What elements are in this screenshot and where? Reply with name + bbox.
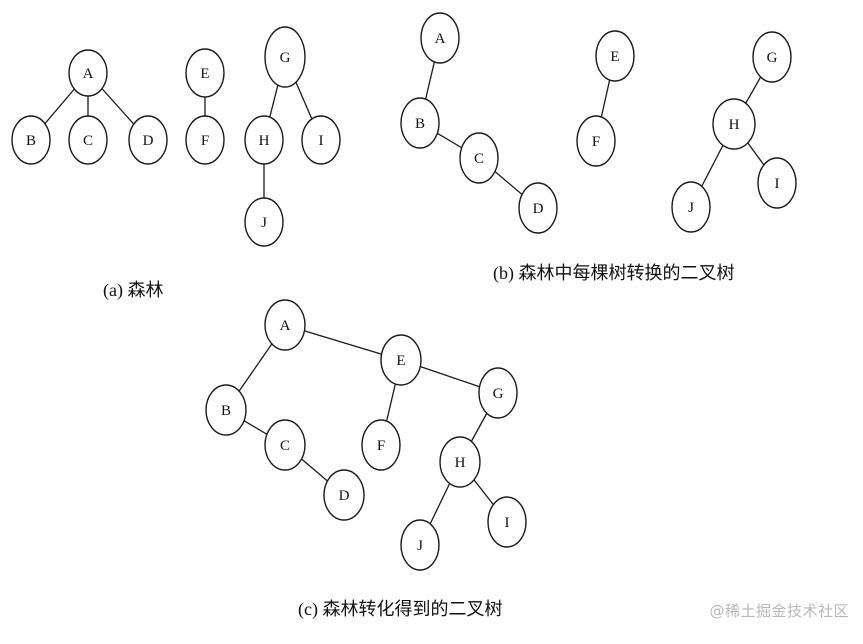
node-ellipse — [244, 115, 284, 165]
node-ellipse — [301, 115, 341, 165]
node-g: G — [752, 31, 792, 83]
node-a: A — [264, 299, 306, 351]
node-label: F — [592, 134, 600, 150]
node-ellipse — [68, 49, 108, 97]
node-ellipse — [400, 519, 440, 571]
node-h: H — [712, 98, 756, 150]
node-ellipse — [205, 384, 247, 436]
node-ellipse — [595, 30, 635, 82]
node-i: I — [757, 157, 797, 209]
node-g: G — [264, 26, 306, 88]
node-ellipse — [128, 115, 168, 165]
node-e: E — [595, 30, 635, 82]
node-label: J — [417, 538, 423, 554]
node-label: H — [259, 133, 270, 149]
node-ellipse — [752, 31, 792, 83]
node-label: C — [280, 438, 290, 454]
node-ellipse — [518, 182, 558, 234]
node-label: D — [533, 201, 544, 217]
node-label: I — [319, 133, 324, 149]
node-label: G — [767, 50, 778, 66]
node-ellipse — [487, 496, 527, 548]
node-ellipse — [380, 334, 422, 386]
node-ellipse — [68, 115, 108, 165]
node-ellipse — [400, 97, 440, 149]
node-e: E — [185, 48, 225, 98]
node-ellipse — [11, 115, 51, 165]
node-g: G — [478, 367, 518, 419]
node-ellipse — [459, 132, 499, 184]
node-label: A — [280, 318, 291, 334]
node-ellipse — [576, 115, 616, 167]
node-ellipse — [478, 367, 518, 419]
node-label: C — [474, 151, 484, 167]
caption-b: (b) 森林中每棵树转换的二叉树 — [493, 263, 735, 284]
node-ellipse — [323, 469, 365, 521]
node-e: E — [380, 334, 422, 386]
node-label: D — [143, 133, 154, 149]
node-ellipse — [439, 436, 481, 488]
node-label: F — [201, 133, 209, 149]
node-i: I — [487, 496, 527, 548]
node-label: B — [26, 133, 36, 149]
forest-to-binary-nodes: A B C D E F G H I J — [205, 299, 527, 571]
node-a: A — [68, 49, 108, 97]
node-label: B — [415, 116, 425, 132]
node-label: E — [396, 353, 405, 369]
node-label: I — [775, 176, 780, 192]
watermark: @稀土掘金技术社区 — [709, 602, 849, 620]
node-c: C — [68, 115, 108, 165]
node-label: H — [455, 455, 466, 471]
node-ellipse — [361, 419, 401, 471]
node-h: H — [244, 115, 284, 165]
node-ellipse — [244, 197, 284, 247]
node-h: H — [439, 436, 481, 488]
node-ellipse — [420, 12, 460, 64]
node-f: F — [576, 115, 616, 167]
node-ellipse — [671, 181, 711, 233]
node-label: J — [261, 215, 267, 231]
node-label: A — [83, 66, 94, 82]
node-label: G — [493, 386, 504, 402]
node-b: B — [11, 115, 51, 165]
node-label: C — [83, 133, 93, 149]
node-f: F — [185, 115, 225, 165]
node-c: C — [264, 419, 306, 471]
node-b: B — [205, 384, 247, 436]
node-b: B — [400, 97, 440, 149]
node-label: B — [221, 403, 231, 419]
node-j: J — [244, 197, 284, 247]
node-label: A — [435, 31, 446, 47]
node-ellipse — [712, 98, 756, 150]
node-j: J — [671, 181, 711, 233]
node-ellipse — [264, 419, 306, 471]
node-label: E — [200, 66, 209, 82]
node-ellipse — [264, 299, 306, 351]
node-ellipse — [185, 115, 225, 165]
node-label: I — [505, 515, 510, 531]
caption-c: (c) 森林转化得到的二叉树 — [298, 599, 502, 620]
node-ellipse — [757, 157, 797, 209]
node-ellipse — [185, 48, 225, 98]
node-label: F — [377, 438, 385, 454]
node-f: F — [361, 419, 401, 471]
forest-nodes: A B C D E F G H I J — [11, 26, 341, 247]
caption-a: (a) 森林 — [103, 280, 163, 301]
node-a: A — [420, 12, 460, 64]
trees-converted-nodes: A B C D E F G H I J — [400, 12, 797, 234]
node-i: I — [301, 115, 341, 165]
nodes-layer: A B C D E F G H I J A B C D E F G H I J A B C D E F G H I J — [11, 12, 797, 571]
node-label: G — [280, 50, 291, 66]
node-d: D — [323, 469, 365, 521]
node-label: H — [729, 117, 740, 133]
node-label: D — [339, 488, 350, 504]
node-ellipse — [264, 26, 306, 88]
node-label: J — [688, 200, 694, 216]
node-j: J — [400, 519, 440, 571]
node-d: D — [518, 182, 558, 234]
node-c: C — [459, 132, 499, 184]
node-d: D — [128, 115, 168, 165]
node-label: E — [610, 49, 619, 65]
